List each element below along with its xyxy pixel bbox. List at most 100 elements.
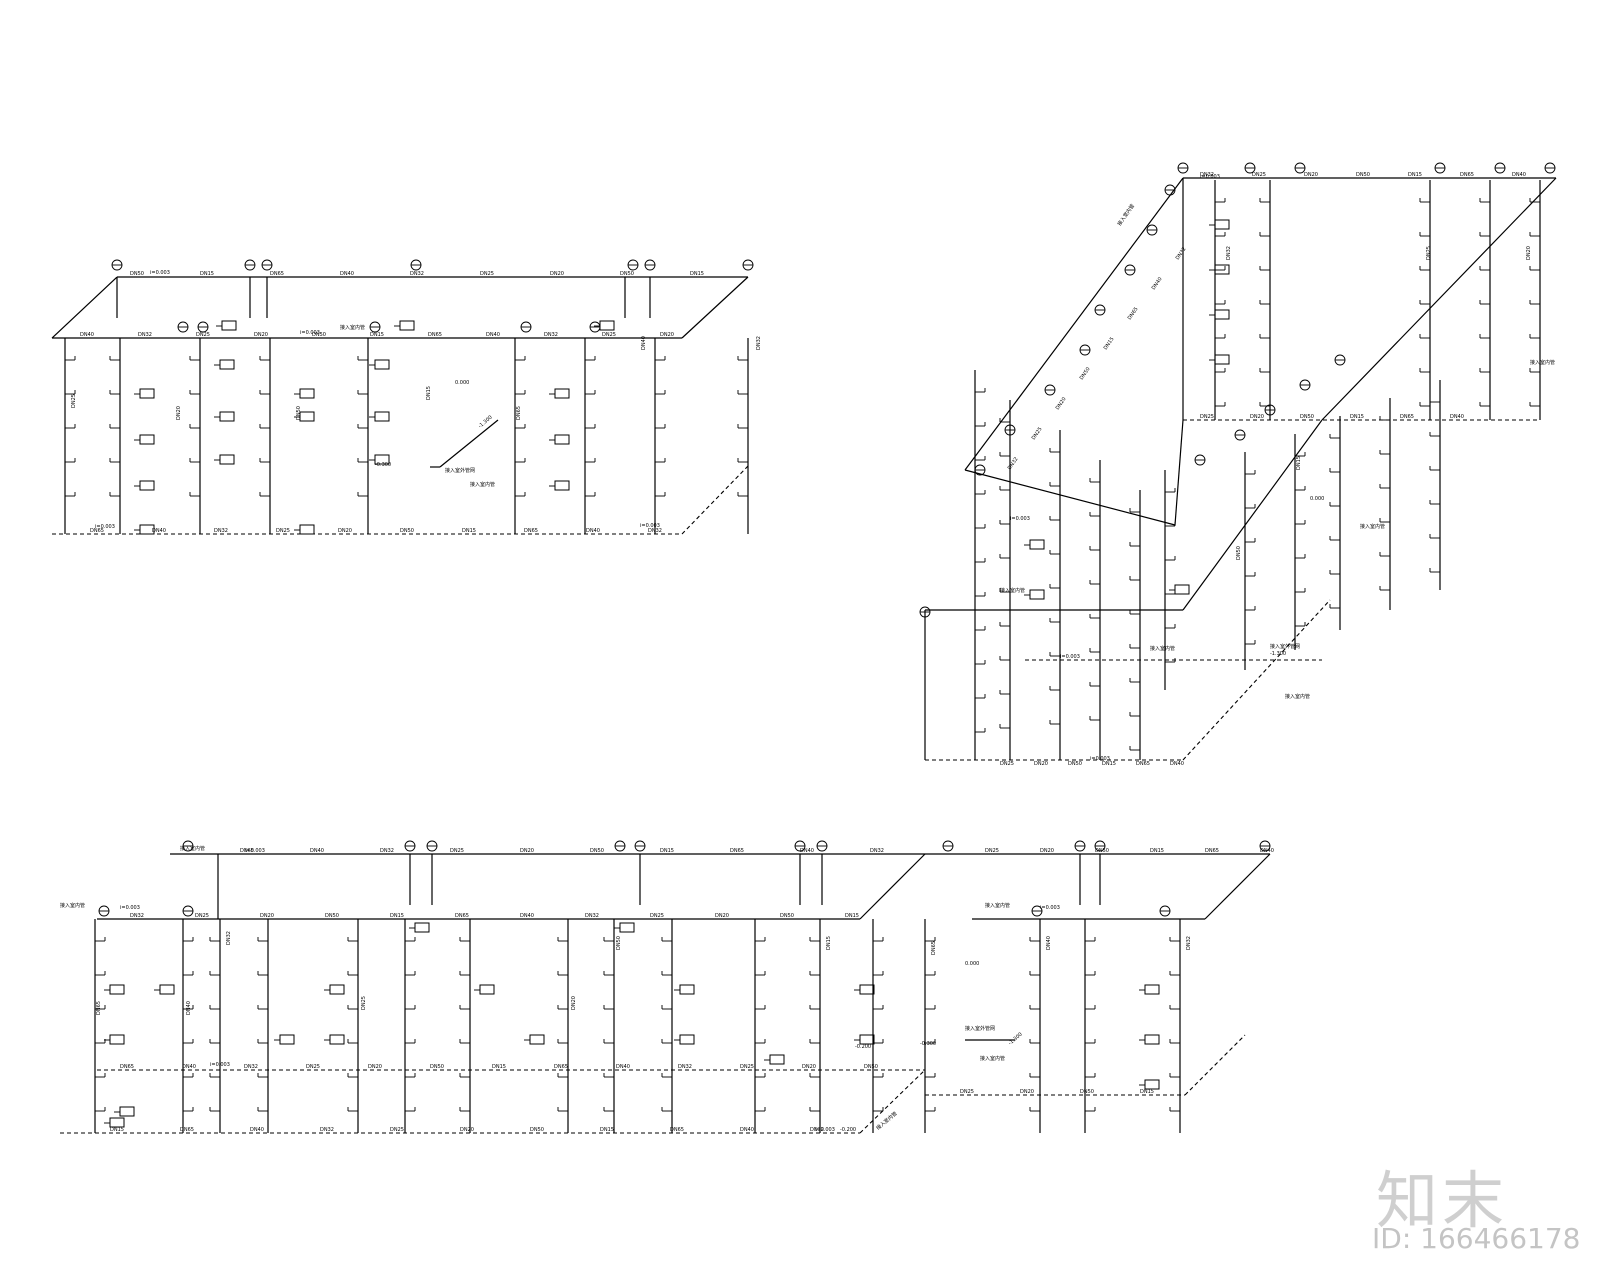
fixture-symbol bbox=[1214, 264, 1230, 275]
fixture-symbol bbox=[1174, 584, 1190, 595]
fixture-symbol bbox=[1144, 1034, 1160, 1045]
pipe-label: 接入室内管 bbox=[340, 324, 365, 331]
pipe-label: DN15 bbox=[110, 1127, 124, 1133]
pipe-label: DN32 bbox=[1186, 936, 1192, 950]
pipe-label: DN50 bbox=[590, 848, 604, 854]
fixture-symbol bbox=[219, 411, 235, 422]
pipe-label: DN20 bbox=[715, 913, 729, 919]
watermark-logo: 知末 bbox=[1376, 1164, 1509, 1237]
pipe-label: DN25 bbox=[1000, 761, 1014, 767]
pipe-label: i=0.003 bbox=[120, 905, 140, 911]
pipe-label: 0.000 bbox=[455, 380, 469, 386]
pipe-label: DN32 bbox=[380, 848, 394, 854]
fixture-symbol bbox=[554, 388, 570, 399]
fixture-symbol bbox=[139, 480, 155, 491]
pipe-label: DN20 bbox=[1304, 172, 1318, 178]
pipe-label: DN25 bbox=[390, 1127, 404, 1133]
pipe-label: DN15 bbox=[390, 913, 404, 919]
pipe-label: DN65 bbox=[428, 332, 442, 338]
watermark-id: ID: 166466178 bbox=[1372, 1222, 1581, 1255]
fixture-symbol bbox=[159, 984, 175, 995]
pipe-label: DN50 bbox=[296, 406, 302, 420]
pipe-label: DN32 bbox=[544, 332, 558, 338]
pipe-label: i=0.003 bbox=[815, 1127, 835, 1133]
pipe-label: DN32 bbox=[320, 1127, 334, 1133]
pipe-label: DN32 bbox=[756, 336, 762, 350]
pipe-label: DN50 bbox=[1236, 546, 1242, 560]
return-pipe bbox=[859, 1069, 926, 1134]
pipe-label: DN20 bbox=[571, 996, 577, 1010]
pipe-label: DN25 bbox=[276, 528, 290, 534]
pipe-label: DN25 bbox=[985, 848, 999, 854]
fixture-symbol bbox=[679, 1034, 695, 1045]
pipe-label: DN50 bbox=[1095, 848, 1109, 854]
pipe-label: DN65 bbox=[455, 913, 469, 919]
service-entry-pipe bbox=[439, 419, 499, 468]
fixture-symbol bbox=[859, 1034, 875, 1045]
fixture-symbol bbox=[554, 480, 570, 491]
pipe-label: DN50 bbox=[1300, 414, 1314, 420]
pipe-label: DN50 bbox=[616, 936, 622, 950]
fixture-symbol bbox=[1144, 1079, 1160, 1090]
pipe-label: DN32 bbox=[226, 931, 232, 945]
pipe-label: DN20 bbox=[176, 406, 182, 420]
pipe-label: DN20 bbox=[550, 271, 564, 277]
pipe-label: DN40 bbox=[1151, 276, 1164, 291]
pipe-label: DN65 bbox=[240, 848, 254, 854]
pipe-label: DN65 bbox=[1460, 172, 1474, 178]
pipe-label: DN20 bbox=[1526, 246, 1532, 260]
pipe-label: DN32 bbox=[138, 332, 152, 338]
pipe-label: 接入室内管 bbox=[180, 845, 205, 852]
pipe-label: DN65 bbox=[270, 271, 284, 277]
pipe-label: DN32 bbox=[130, 913, 144, 919]
pipe-label: DN65 bbox=[120, 1064, 134, 1070]
pipe-label: DN25 bbox=[450, 848, 464, 854]
pipe-label: DN40 bbox=[520, 913, 534, 919]
pipe-line bbox=[1204, 853, 1271, 920]
fixture-symbol bbox=[769, 1054, 785, 1065]
pipe-label: DN15 bbox=[1408, 172, 1422, 178]
pipe-label: DN65 bbox=[1127, 306, 1140, 321]
pipe-label: DN50 bbox=[864, 1064, 878, 1070]
pipe-label: DN32 bbox=[1175, 246, 1188, 261]
pipe-label: DN20 bbox=[368, 1064, 382, 1070]
pipe-label: DN65 bbox=[180, 1127, 194, 1133]
pipe-label: DN15 bbox=[690, 271, 704, 277]
return-pipe bbox=[1182, 599, 1331, 761]
pipe-label: DN32 bbox=[244, 1064, 258, 1070]
pipe-label: DN25 bbox=[306, 1064, 320, 1070]
pipe-label: DN65 bbox=[1205, 848, 1219, 854]
pipe-label: DN65 bbox=[96, 1001, 102, 1015]
pipe-label: DN25 bbox=[195, 913, 209, 919]
fixture-symbol bbox=[619, 922, 635, 933]
pipe-label: DN20 bbox=[520, 848, 534, 854]
return-pipe bbox=[681, 465, 749, 535]
fixture-symbol bbox=[679, 984, 695, 995]
pipe-label: DN32 bbox=[1200, 172, 1214, 178]
pipe-label: DN40 bbox=[641, 336, 647, 350]
pipe-label: DN32 bbox=[410, 271, 424, 277]
pipe-label: i=0.003 bbox=[1060, 654, 1080, 660]
fixture-symbol bbox=[219, 359, 235, 370]
pipe-label: DN15 bbox=[660, 848, 674, 854]
pipe-label: DN65 bbox=[730, 848, 744, 854]
pipe-label: DN25 bbox=[602, 332, 616, 338]
pipe-label: DN50 bbox=[400, 528, 414, 534]
pipe-label: DN50 bbox=[1080, 1089, 1094, 1095]
pipe-label: 接入室内管 bbox=[60, 902, 85, 909]
pipe-label: DN65 bbox=[931, 941, 937, 955]
fixture-symbol bbox=[119, 1106, 135, 1117]
pipe-label: DN25 bbox=[1031, 426, 1044, 441]
pipe-label: DN15 bbox=[462, 528, 476, 534]
pipe-label: DN15 bbox=[1102, 761, 1116, 767]
pipe-label: DN15 bbox=[1150, 848, 1164, 854]
pipe-label: DN15 bbox=[1103, 336, 1116, 351]
pipe-label: i=0.003 bbox=[300, 330, 320, 336]
pipe-label: 接入室内管 bbox=[470, 481, 495, 488]
pipe-label: DN40 bbox=[1450, 414, 1464, 420]
fixture-symbol bbox=[399, 320, 415, 331]
pipe-label: DN40 bbox=[1170, 761, 1184, 767]
pipe-label: i=0.003 bbox=[1010, 516, 1030, 522]
pipe-label: DN25 bbox=[1426, 246, 1432, 260]
pipe-label: DN50 bbox=[530, 1127, 544, 1133]
